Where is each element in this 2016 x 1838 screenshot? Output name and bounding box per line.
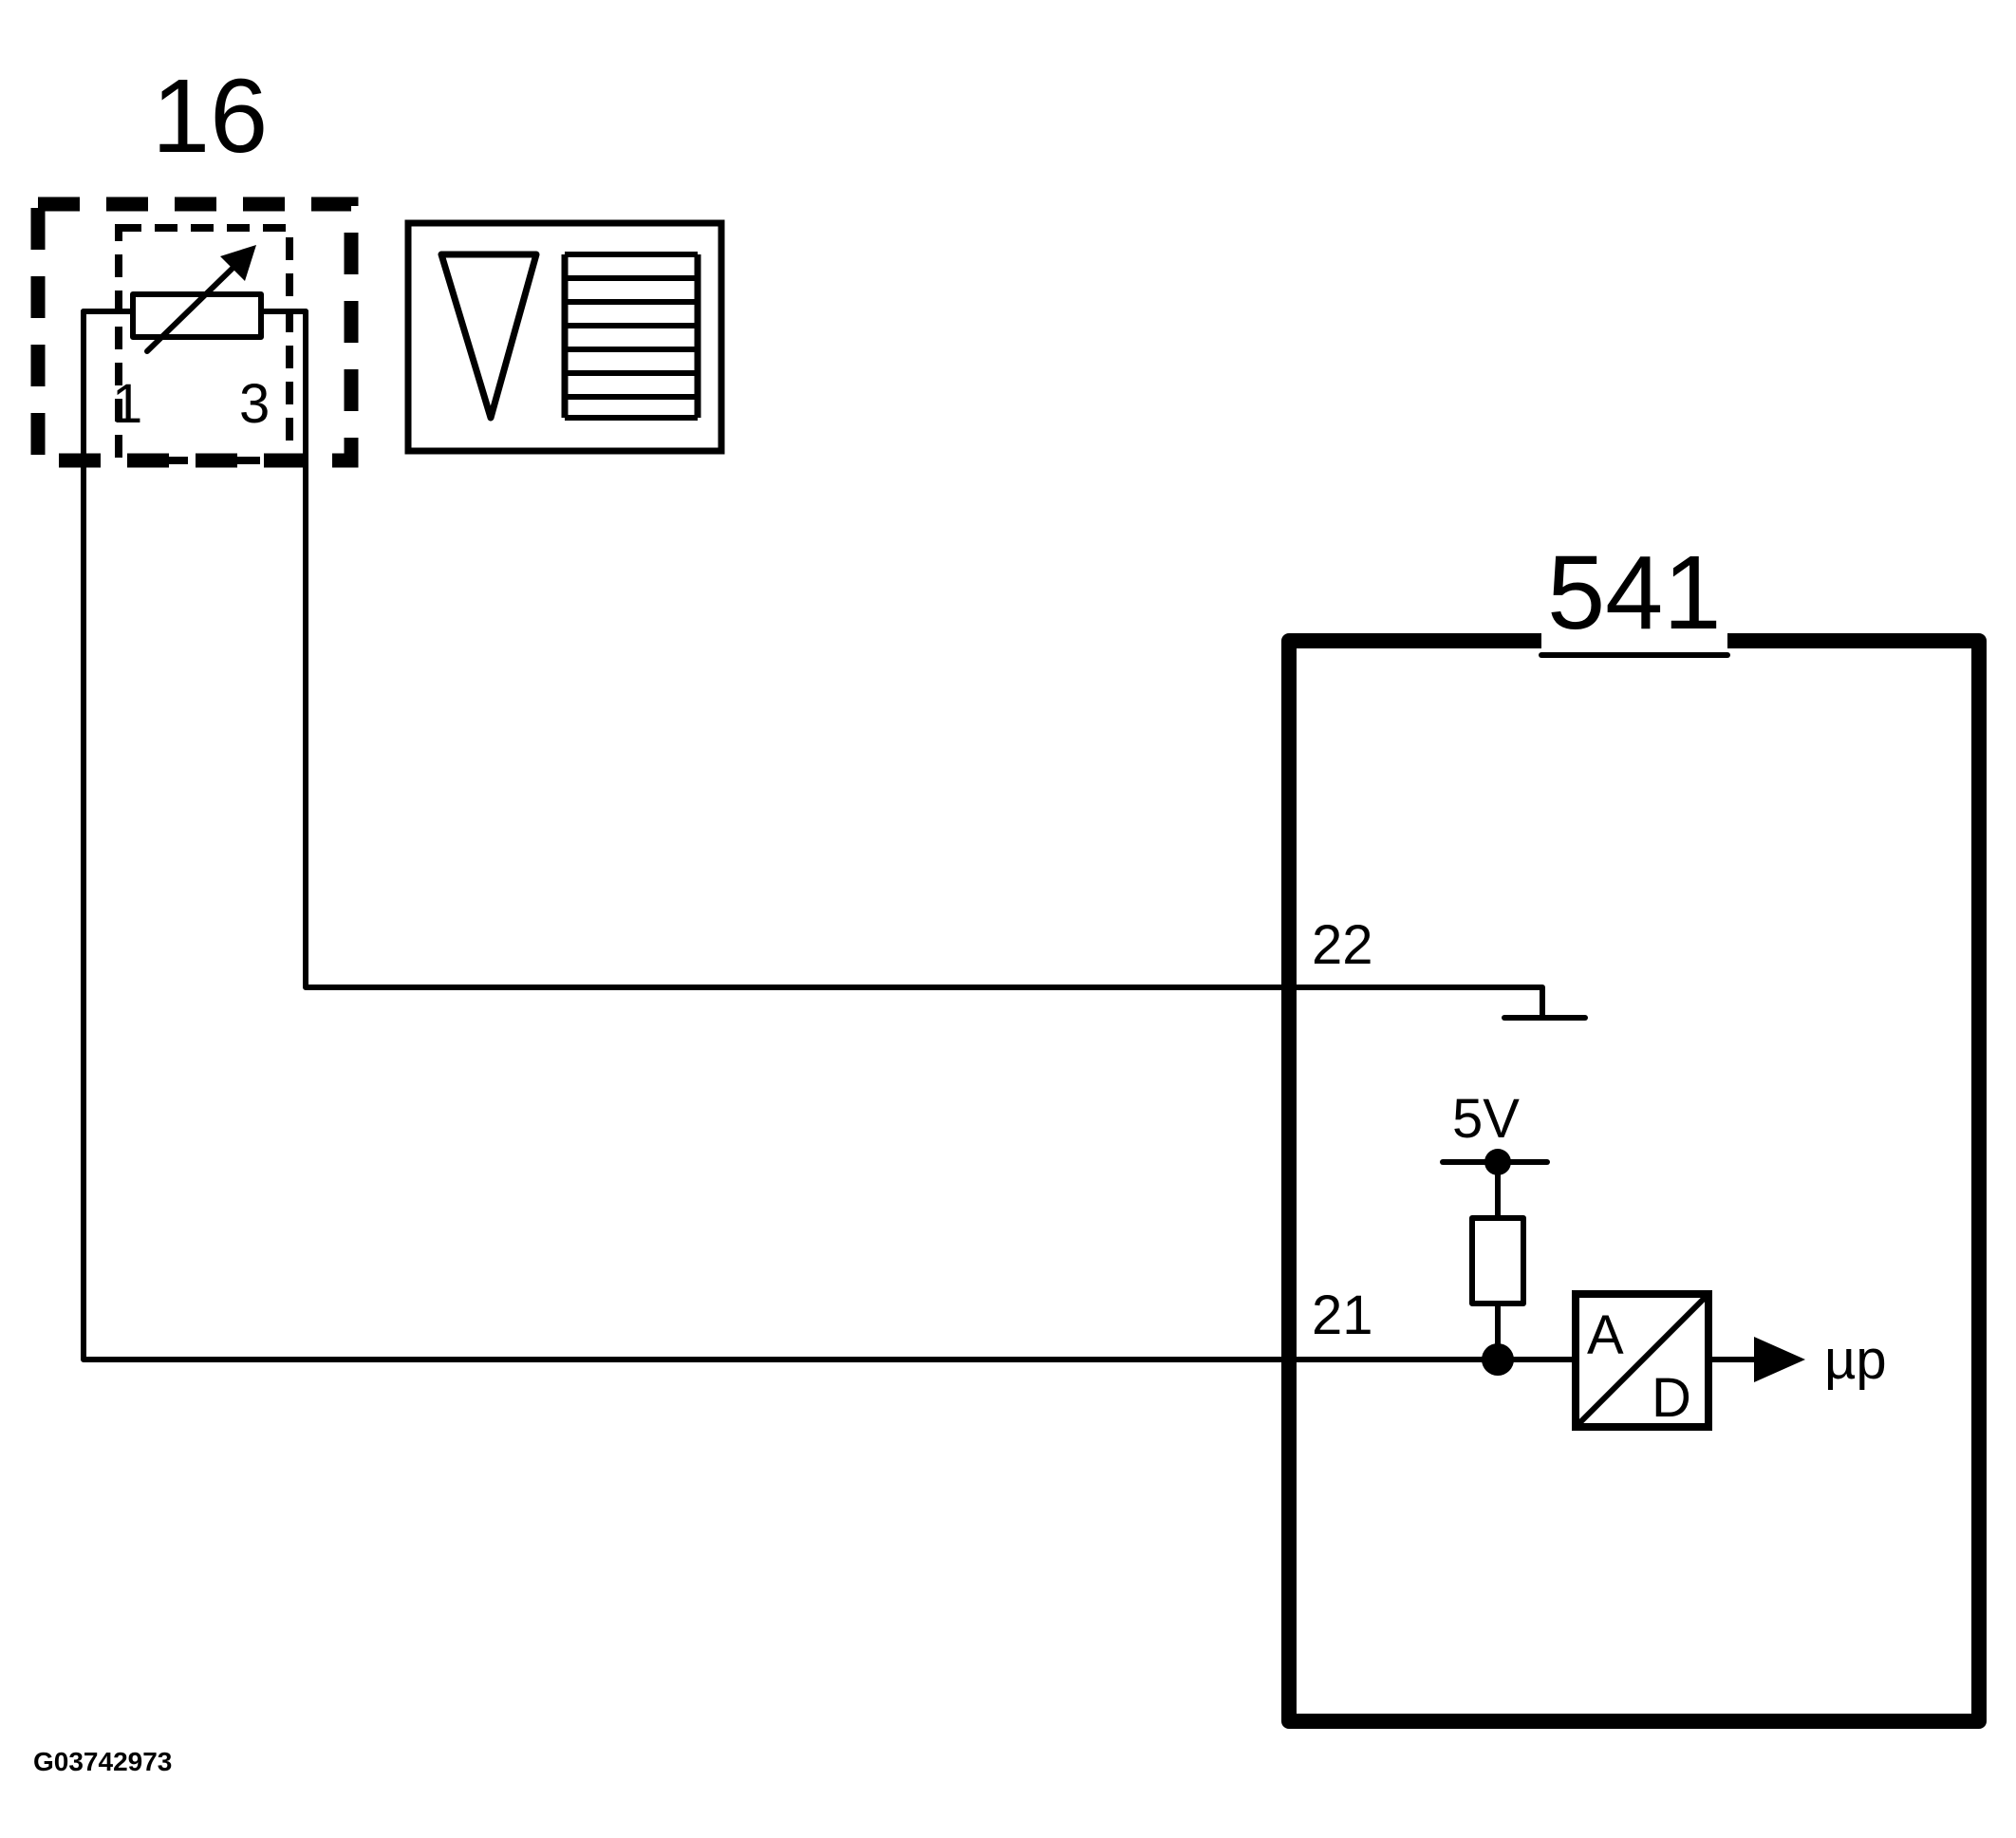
output-arrow-icon [1754, 1337, 1805, 1382]
signal-junction-dot [1482, 1343, 1514, 1376]
pullup-resistor [1469, 1215, 1526, 1306]
variable-arrow-shaft [144, 250, 252, 354]
ground-lead [1286, 985, 1545, 1021]
control-module-box [1281, 633, 1987, 1729]
ad-converter-divider [1577, 1295, 1708, 1426]
wire-pin3-to-pin22 [303, 309, 1292, 990]
supply-voltage-label: 5V [1452, 1088, 1520, 1150]
variable-arrow-head-icon [220, 245, 256, 281]
sensor-housing-outer [30, 197, 359, 468]
wires [81, 309, 1292, 1362]
ad-converter-analog-label: A [1587, 1304, 1624, 1366]
pin-21-label: 21 [1312, 1285, 1373, 1346]
microprocessor-label: µp [1824, 1329, 1887, 1391]
sensor-housing-inner [115, 224, 293, 464]
control-module: 541 22 21 5V A D µp [1281, 535, 1987, 1729]
figure-code: G03742973 [33, 1747, 172, 1776]
control-module-id-label: 541 [1547, 535, 1722, 651]
fuel-level-symbol-icon [404, 219, 725, 455]
pin-22-label: 22 [1312, 914, 1373, 976]
ad-converter-digital-label: D [1652, 1367, 1691, 1429]
sensor-pin-1-label: 1 [112, 373, 142, 435]
sensor-id-label: 16 [152, 58, 268, 175]
sensor-component: 16 1 3 [30, 58, 359, 468]
sensor-pin-3-label: 3 [239, 373, 270, 435]
wire-pin1-to-pin21 [81, 309, 1292, 1362]
